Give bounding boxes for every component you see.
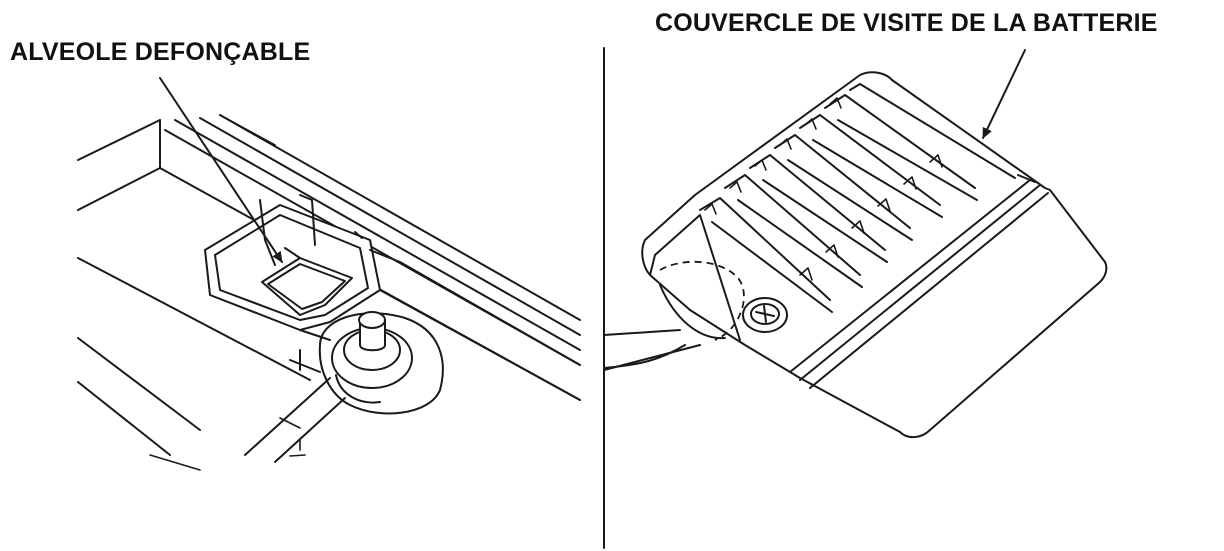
callout-label-battery-access-cover: COUVERCLE DE VISITE DE LA BATTERIE — [655, 9, 1158, 37]
battery-tray-illustration — [77, 77, 581, 471]
leader-arrow-knockout-cell — [159, 77, 283, 263]
leader-arrow-access-cover — [982, 49, 1026, 139]
knockout-cell — [204, 194, 381, 331]
battery-access-cover — [641, 71, 1108, 438]
battery-terminal — [244, 311, 444, 463]
battery-access-cover-illustration — [603, 49, 1108, 438]
cover-screw — [742, 297, 788, 333]
callout-label-knockout-cell: ALVEOLE DEFONÇABLE — [10, 38, 311, 66]
